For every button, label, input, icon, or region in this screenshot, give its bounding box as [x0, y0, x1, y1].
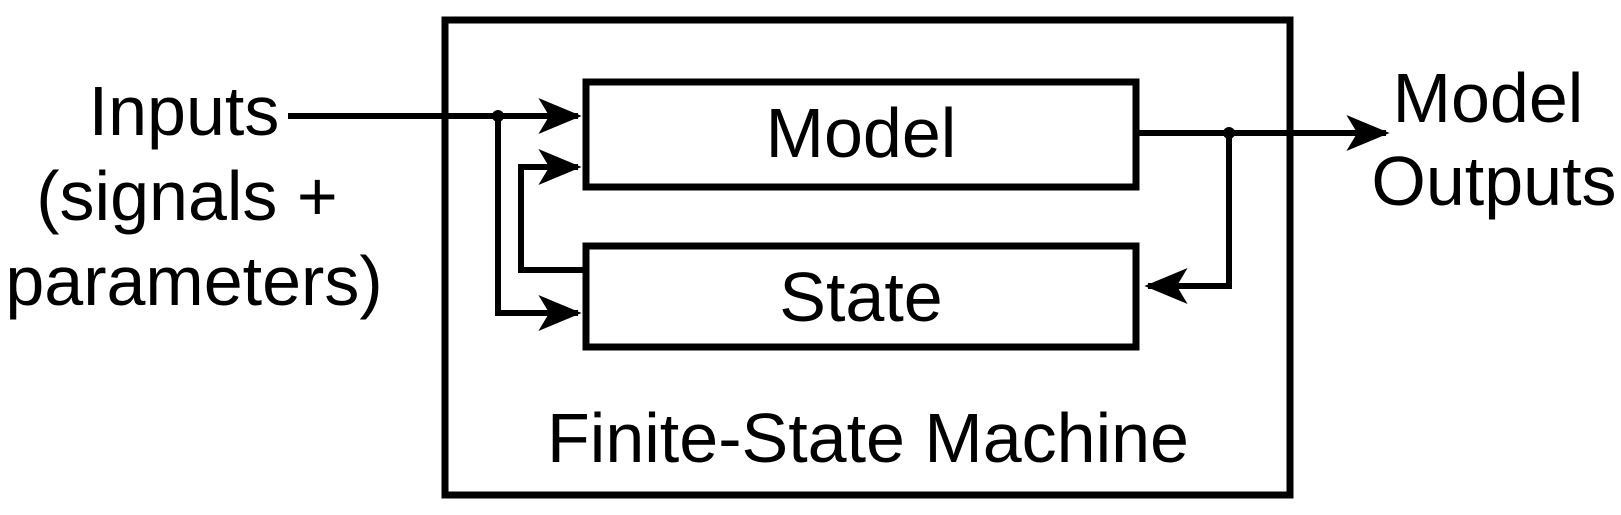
outputs-label-line1: Model [1393, 59, 1584, 137]
inputs-label-line1: Inputs [89, 72, 280, 150]
model-block-label: Model [766, 94, 957, 172]
inputs-label-line2: (signals + [36, 157, 338, 235]
inputs-label-line3: parameters) [5, 242, 382, 320]
input-junction-dot [492, 110, 504, 122]
state-block [582, 242, 1140, 351]
output-junction-dot [1223, 127, 1235, 139]
edge-inputs-to-state [495, 116, 582, 331]
model-block [582, 78, 1140, 191]
edge-state-to-model [518, 149, 586, 273]
edge-output-to-state [1144, 133, 1232, 304]
fsm-title-label: Finite-State Machine [547, 399, 1189, 477]
fsm-outer-box [441, 16, 1294, 499]
outputs-label-line2: Outputs [1371, 142, 1616, 220]
state-block-label: State [779, 258, 942, 336]
